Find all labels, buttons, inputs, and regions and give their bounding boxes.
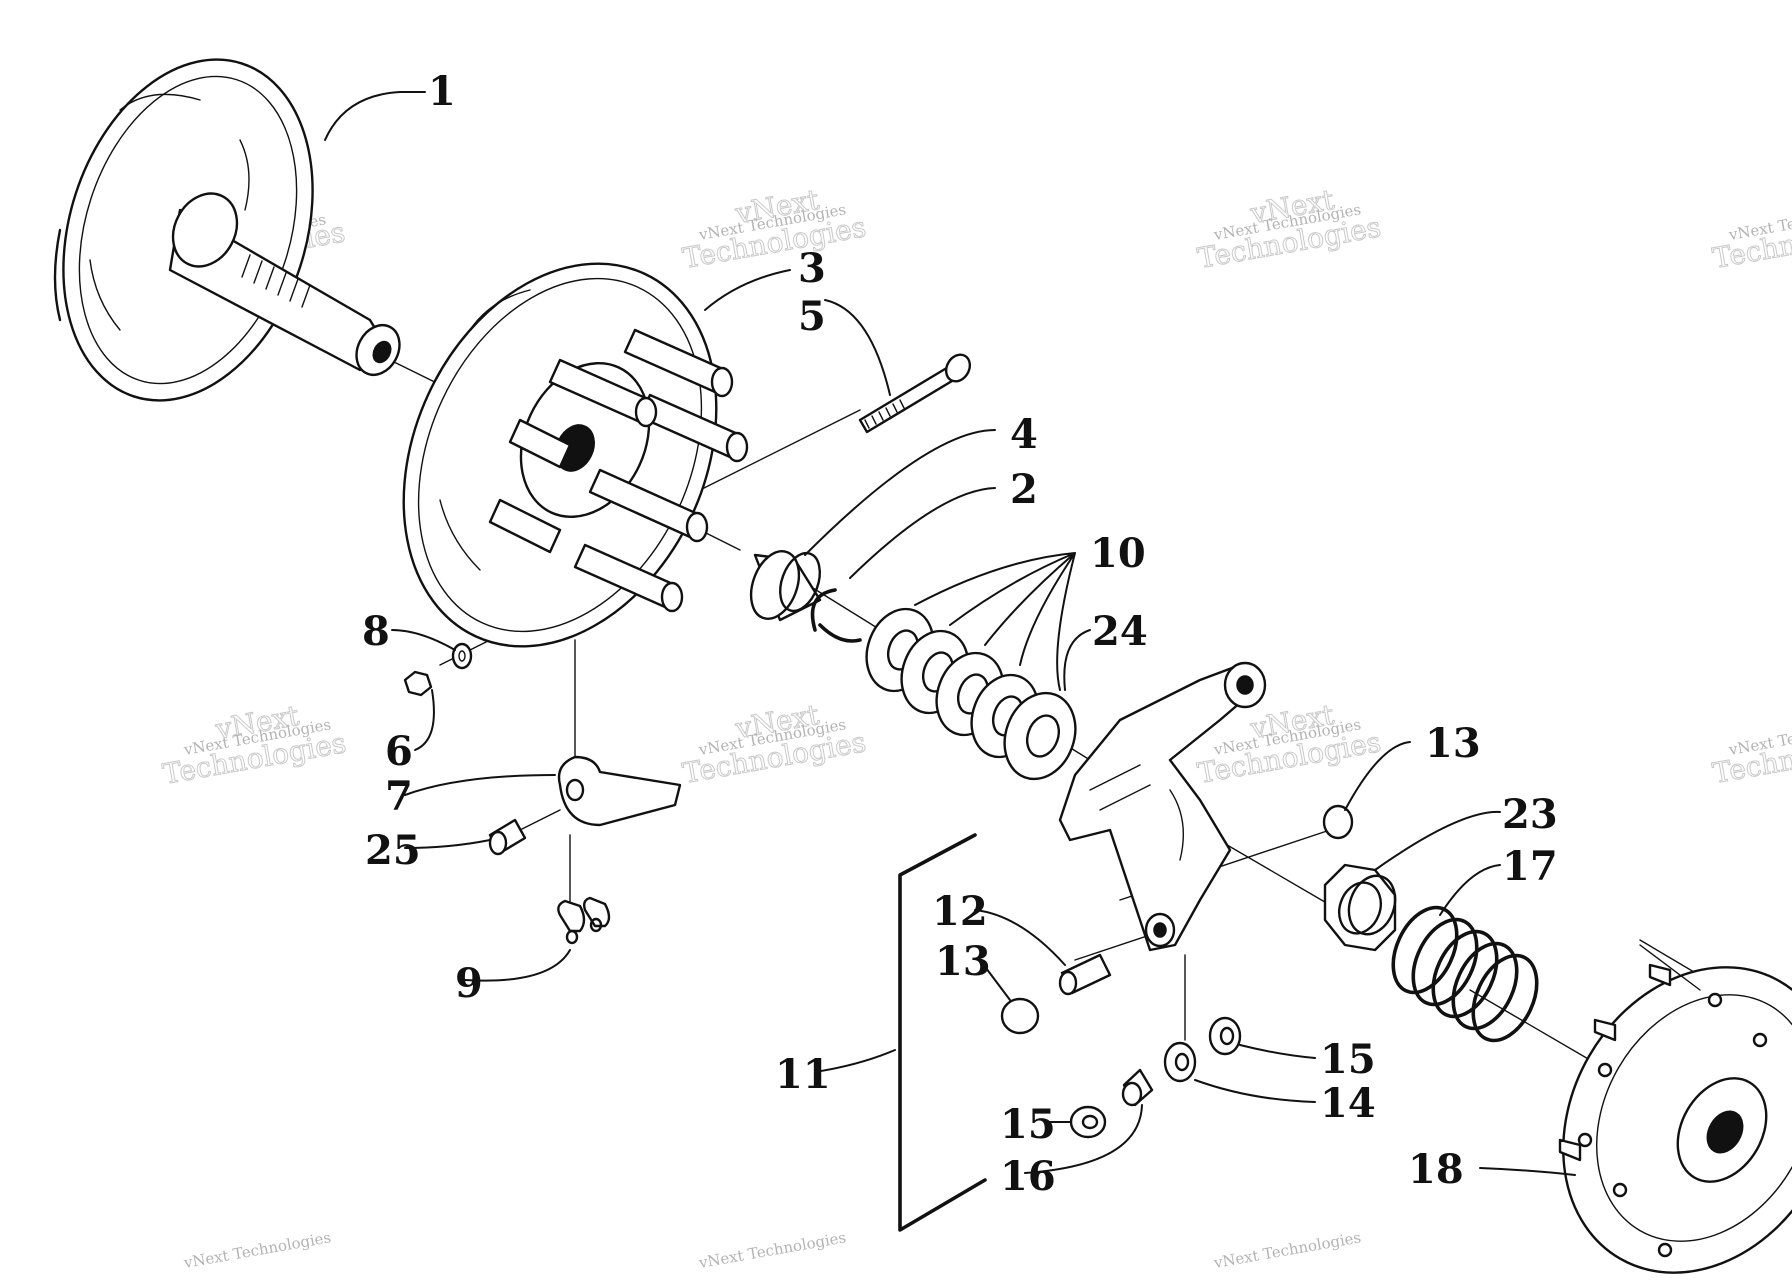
callout-4: 4 <box>1010 411 1038 458</box>
callout-8: 8 <box>362 608 390 655</box>
callout-15-left: 15 <box>1000 1101 1056 1148</box>
part-2-snap-ring <box>810 588 862 643</box>
part-13-cap-upper <box>1322 804 1354 840</box>
part-13-cap-lower <box>1000 997 1040 1035</box>
callout-7: 7 <box>385 773 413 820</box>
callout-14: 14 <box>1320 1080 1376 1127</box>
callout-2: 2 <box>1010 466 1038 513</box>
watermark-8: Technologies vNext Technologies <box>1710 715 1792 790</box>
part-14-bushing <box>1163 1041 1197 1083</box>
part-6-nut <box>403 670 433 697</box>
watermark-9: vNext Technologies <box>182 1228 333 1272</box>
watermark-10: vNext Technologies <box>697 1228 848 1272</box>
part-16-sleeve <box>1121 1068 1154 1107</box>
watermark-4: Technologies vNext Technologies <box>1710 200 1792 275</box>
part-18-cover <box>1558 944 1792 1274</box>
watermark-6: Technologies vNext Technologies vNext <box>680 697 869 790</box>
callout-6: 6 <box>385 728 413 775</box>
watermark-text: vNext Technologies <box>1212 1228 1363 1272</box>
callout-23: 23 <box>1502 791 1558 838</box>
part-25-bushing <box>488 818 527 856</box>
watermark-text: vNext Technologies <box>697 1228 848 1272</box>
part-10-washers <box>865 607 1077 781</box>
watermark-text: vNext Technologies <box>182 1228 333 1272</box>
part-12-pin <box>1058 953 1112 996</box>
watermark-5: Technologies vNext Technologies vNext <box>160 698 349 791</box>
callout-15-right: 15 <box>1320 1036 1376 1083</box>
part-9-washers <box>557 896 611 945</box>
callout-labels: 1 3 5 4 2 10 24 8 6 7 25 9 13 23 17 12 1… <box>362 68 1558 1200</box>
callout-17: 17 <box>1502 843 1558 890</box>
callout-25: 25 <box>365 827 421 874</box>
part-4-bushing <box>749 550 822 622</box>
watermark-11: vNext Technologies <box>1212 1228 1363 1272</box>
small-parts-center <box>1000 804 1354 1139</box>
callout-5: 5 <box>798 293 826 340</box>
sheave-towers <box>488 328 749 613</box>
watermark-3: Technologies vNext Technologies vNext <box>1195 182 1384 275</box>
callout-24: 24 <box>1092 608 1148 655</box>
callout-13-lower: 13 <box>935 938 991 985</box>
part-15-washer-right <box>1208 1016 1242 1056</box>
part-15-washer-left <box>1069 1105 1107 1139</box>
callout-11: 11 <box>775 1051 831 1098</box>
part-3-moveable-sheave <box>402 262 749 648</box>
part-1-sheave <box>53 58 401 402</box>
part-8-washer <box>451 642 473 670</box>
part-23-hex-nut <box>1323 863 1397 952</box>
callout-13-upper: 13 <box>1425 720 1481 767</box>
watermark-2: Technologies vNext Technologies vNext <box>680 182 869 275</box>
callout-12: 12 <box>932 888 988 935</box>
leader-lines <box>324 91 1576 1176</box>
callout-10: 10 <box>1090 530 1146 577</box>
callout-1: 1 <box>428 68 456 115</box>
part-5-bolt <box>858 353 972 434</box>
part-7-weight-arm <box>557 755 682 827</box>
callout-18: 18 <box>1408 1146 1464 1193</box>
callout-9: 9 <box>455 960 483 1007</box>
small-parts-left <box>403 642 682 945</box>
part-11-arm-assembly <box>898 661 1267 1232</box>
part-17-spring <box>1391 905 1539 1043</box>
callout-16: 16 <box>1000 1153 1056 1200</box>
callout-3: 3 <box>798 245 826 292</box>
